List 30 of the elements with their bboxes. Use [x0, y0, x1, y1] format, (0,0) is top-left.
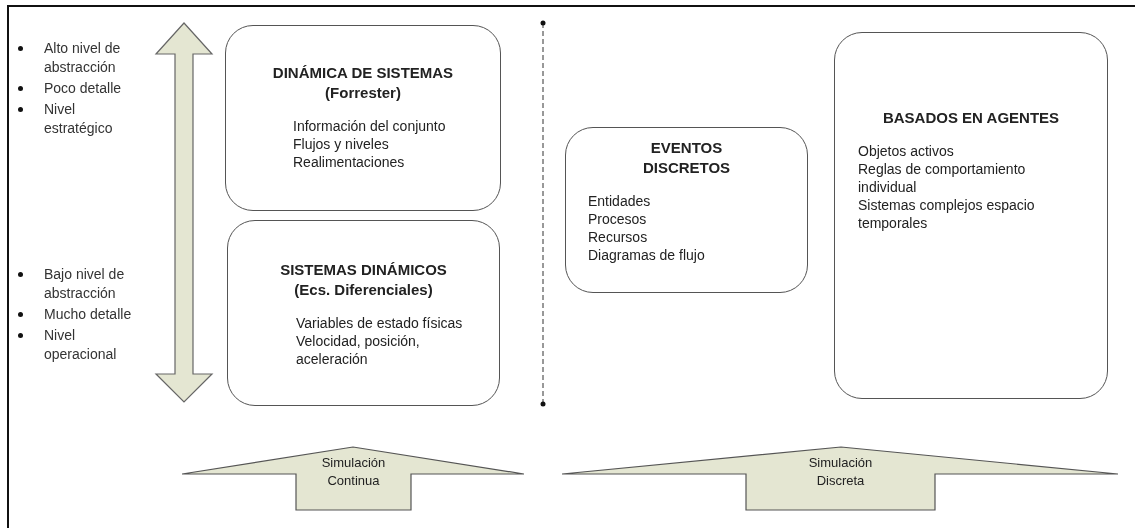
bullet-text: Nivel estratégico — [44, 100, 114, 138]
up-arrow-shape — [562, 444, 1118, 512]
box-title: EVENTOS DISCRETOS — [641, 138, 732, 178]
item-text: Velocidad, posición, aceleración — [296, 332, 421, 368]
item-text: Información del conjunto — [293, 117, 447, 135]
category-box — [834, 32, 1108, 399]
item-text: Flujos y niveles — [293, 135, 390, 153]
item-text: Variables de estado físicas — [296, 314, 464, 332]
up-arrow-shape — [182, 444, 524, 512]
item-text: Reglas de comportamiento individual — [858, 160, 1027, 196]
item-text: Realimentaciones — [293, 153, 406, 171]
box-title: SISTEMAS DINÁMICOS (Ecs. Diferenciales) — [279, 260, 448, 300]
bullet-text: Bajo nivel de abstracción — [44, 265, 126, 303]
bullet-text: Nivel operacional — [44, 326, 118, 364]
item-text: Entidades — [588, 192, 652, 210]
item-text: Recursos — [588, 228, 649, 246]
box-title: DINÁMICA DE SISTEMAS (Forrester) — [271, 63, 455, 103]
arrow-label: Simulación Discreta — [807, 454, 874, 490]
item-text: Objetos activos — [858, 142, 955, 160]
item-text: Sistemas complejos espacio temporales — [858, 196, 1036, 232]
box-title: BASADOS EN AGENTES — [881, 108, 1061, 128]
bullet-text: Poco detalle — [44, 79, 123, 98]
category-box — [225, 25, 501, 211]
item-text: Procesos — [588, 210, 648, 228]
item-text: Diagramas de flujo — [588, 246, 706, 264]
bullet-text: Alto nivel de abstracción — [44, 39, 122, 77]
arrow-label: Simulación Continua — [320, 454, 387, 490]
category-box — [565, 127, 808, 293]
bullet-text: Mucho detalle — [44, 305, 133, 324]
category-box — [227, 220, 500, 406]
